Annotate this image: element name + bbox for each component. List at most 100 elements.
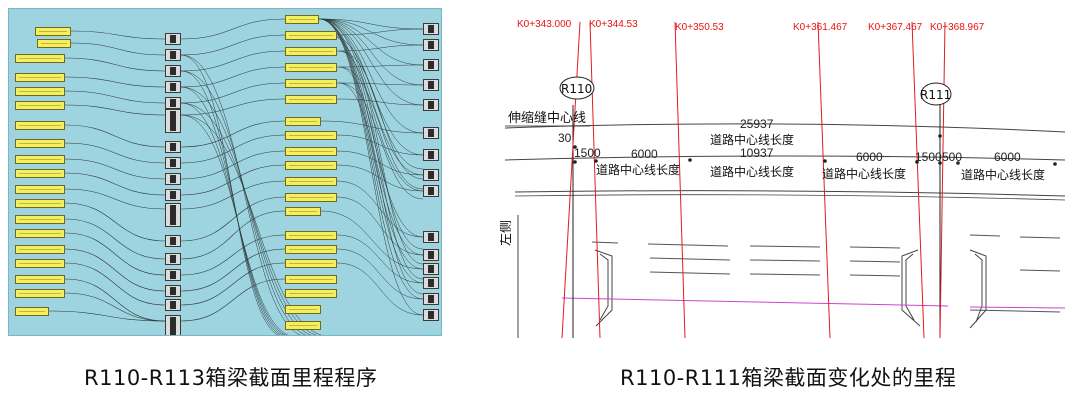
graph-node[interactable]: [285, 117, 321, 126]
graph-node[interactable]: [15, 307, 49, 316]
road-edge-top: [504, 123, 1066, 133]
graph-component[interactable]: [423, 263, 439, 275]
graph-node[interactable]: [285, 147, 337, 156]
segment-3-label: 道路中心线长度: [822, 166, 906, 181]
graph-wire: [64, 232, 166, 276]
graph-wire: [328, 34, 424, 170]
graph-node[interactable]: [15, 199, 65, 208]
graph-node[interactable]: [35, 27, 71, 36]
pier-bubble-r110: [559, 76, 595, 100]
graph-wire: [180, 278, 286, 322]
graph-wire: [180, 164, 286, 196]
road-centerline: [561, 297, 949, 307]
graph-wire: [336, 234, 424, 284]
graph-node[interactable]: [15, 185, 65, 194]
graph-node[interactable]: [285, 177, 337, 186]
segment-2-value: 6000: [631, 147, 658, 161]
graph-component[interactable]: [423, 169, 439, 181]
graph-component[interactable]: [165, 173, 181, 185]
graph-component[interactable]: [165, 49, 181, 61]
pier-bubble-r111: [920, 82, 952, 106]
graph-wire: [318, 18, 424, 134]
graph-component[interactable]: [423, 185, 439, 197]
graph-component[interactable]: [165, 203, 181, 227]
graph-node[interactable]: [285, 305, 321, 314]
graph-node[interactable]: [15, 54, 65, 63]
graph-node[interactable]: [285, 231, 337, 240]
graph-wire: [318, 18, 424, 46]
graph-component[interactable]: [423, 149, 439, 161]
graph-node[interactable]: [285, 289, 337, 298]
graph-component[interactable]: [165, 141, 181, 153]
dimension-line-upper: [504, 155, 1066, 161]
graph-wire: [48, 310, 166, 322]
road-centerline-2: [969, 306, 1066, 309]
graph-node[interactable]: [15, 73, 65, 82]
graph-component[interactable]: [423, 277, 439, 289]
graph-component[interactable]: [165, 253, 181, 265]
graph-node[interactable]: [15, 155, 65, 164]
graph-component[interactable]: [165, 97, 181, 109]
graph-node[interactable]: [15, 169, 65, 178]
graph-node[interactable]: [15, 101, 65, 110]
graph-component[interactable]: [423, 23, 439, 35]
graph-component[interactable]: [423, 249, 439, 261]
graph-wire: [336, 98, 424, 106]
graph-node[interactable]: [15, 121, 65, 130]
graph-component[interactable]: [165, 81, 181, 93]
graph-component[interactable]: [423, 309, 439, 321]
graph-component[interactable]: [423, 127, 439, 139]
joint-label: 伸缩缝中心线: [508, 110, 586, 126]
graph-component[interactable]: [165, 33, 181, 45]
graph-component[interactable]: [165, 157, 181, 169]
graph-wire: [318, 18, 424, 30]
graph-node[interactable]: [285, 79, 337, 88]
graph-node[interactable]: [15, 289, 65, 298]
graph-wire: [180, 82, 286, 104]
graph-component[interactable]: [423, 293, 439, 305]
graph-component[interactable]: [423, 79, 439, 91]
graph-node[interactable]: [285, 131, 337, 140]
graph-node[interactable]: [285, 95, 337, 104]
graph-node[interactable]: [15, 259, 65, 268]
graph-node[interactable]: [285, 161, 337, 170]
graph-component[interactable]: [165, 109, 181, 133]
graph-wire: [180, 50, 286, 72]
graph-node[interactable]: [15, 229, 65, 238]
graph-node[interactable]: [37, 39, 71, 48]
graph-component[interactable]: [423, 99, 439, 111]
segment-3-value: 6000: [856, 150, 883, 164]
graph-node[interactable]: [15, 139, 65, 148]
graph-wire: [338, 50, 424, 265]
graph-component[interactable]: [165, 285, 181, 297]
grasshopper-canvas: [8, 8, 442, 336]
graph-component[interactable]: [423, 39, 439, 51]
graph-node[interactable]: [15, 215, 65, 224]
graph-node[interactable]: [285, 47, 337, 56]
graph-node[interactable]: [285, 259, 337, 268]
graph-wire: [180, 262, 286, 306]
graph-component[interactable]: [423, 231, 439, 243]
graph-component[interactable]: [165, 189, 181, 201]
graph-node[interactable]: [285, 193, 337, 202]
graph-component[interactable]: [165, 269, 181, 281]
graph-wire: [318, 18, 424, 66]
graph-node[interactable]: [285, 321, 321, 330]
middle-length: 10937: [740, 146, 774, 160]
graph-component[interactable]: [423, 59, 439, 71]
graph-node[interactable]: [15, 87, 65, 96]
graph-component[interactable]: [165, 299, 181, 311]
graph-node[interactable]: [15, 245, 65, 254]
graph-node[interactable]: [285, 15, 319, 24]
graph-node[interactable]: [285, 275, 337, 284]
graph-component[interactable]: [165, 65, 181, 77]
graph-component[interactable]: [165, 315, 181, 335]
graph-wire: [180, 210, 286, 260]
graph-node[interactable]: [285, 31, 337, 40]
graph-node[interactable]: [285, 63, 337, 72]
graph-node[interactable]: [285, 245, 337, 254]
graph-component[interactable]: [165, 235, 181, 247]
station-label-6: K0+368.967: [930, 22, 985, 33]
graph-node[interactable]: [15, 275, 65, 284]
graph-node[interactable]: [285, 207, 321, 216]
